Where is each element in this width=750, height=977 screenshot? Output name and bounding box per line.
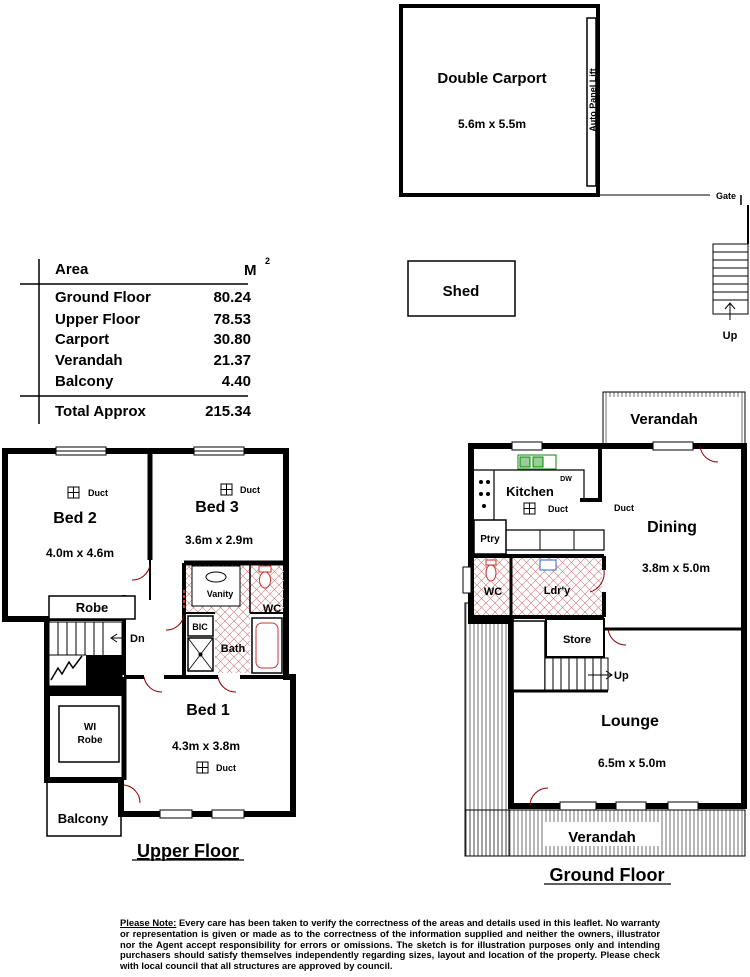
area-total-label: Total Approx [55,403,146,420]
dining-dims: 3.8m x 5.0m [642,561,710,575]
area-row-value: 78.53 [213,311,251,328]
kitchen-label: Kitchen [506,484,554,499]
area-row-label: Balcony [55,373,114,390]
bath-label: Bath [221,643,246,655]
duct-label: Duct [614,503,634,513]
wi-robe-label-1: WI [84,722,96,733]
balcony-label: Balcony [58,811,109,826]
disclaimer-lead: Please Note: [120,917,177,928]
carport: Double Carport 5.6m x 5.5m Auto Panel Li… [399,4,600,197]
upper-floor-title: Upper Floor [137,841,239,861]
bed3-dims: 3.6m x 2.9m [185,533,253,547]
kitchen-duct-label: Duct [548,504,568,514]
ground-floor-title: Ground Floor [550,865,665,885]
area-total-value: 215.34 [205,403,252,420]
outdoor-stairs-up-label: Up [723,330,738,342]
pantry-label: Ptry [480,534,500,545]
shed-label: Shed [443,283,480,300]
bed2-name: Bed 2 [53,510,97,527]
disclaimer-text: Every care has been taken to verify the … [120,917,660,972]
bed2-dims: 4.0m x 4.6m [46,546,114,560]
gate: Gate [600,191,742,205]
ground-stairs-up-label: Up [614,670,629,682]
wi-robe-label-2: Robe [78,735,103,746]
bed3-name: Bed 3 [195,499,239,516]
lounge-name: Lounge [601,713,659,730]
upper-wc-label: WC [263,603,281,615]
bed1-duct-label: Duct [216,763,236,773]
area-row-label: Verandah [55,352,123,369]
verandah-top-label: Verandah [630,411,698,428]
area-table: Area M 2 Ground Floor 80.24 Upper Floor … [20,256,270,424]
vanity-label: Vanity [207,589,234,599]
upper-floor: Robe Bed 2 4.0m x 4.6m Duct Bed 3 3.6m x… [2,446,296,861]
robe-label: Robe [76,600,109,615]
area-row-label: Upper Floor [55,311,140,328]
disclaimer: Please Note: Every care has been taken t… [120,917,660,972]
bic-label: BIC [192,622,208,632]
carport-dims: 5.6m x 5.5m [458,117,526,131]
gate-label: Gate [716,191,736,201]
area-row-value: 4.40 [222,373,251,390]
store-label: Store [563,634,591,646]
carport-title: Double Carport [437,70,546,87]
bed2-duct-label: Duct [88,488,108,498]
verandah-bottom-label: Verandah [568,829,636,846]
area-header-unit: M [244,262,257,279]
outdoor-stairs: Up [712,205,749,342]
dw-label: DW [560,476,572,483]
area-row-label: Carport [55,331,109,348]
dining-name: Dining [647,519,697,536]
bed1-dims: 4.3m x 3.8m [172,739,240,753]
shed: Shed [407,260,516,317]
area-row-value: 21.37 [213,352,251,369]
bed1-name: Bed 1 [186,702,230,719]
carport-door-label: Auto Panel Lift [588,68,598,132]
ground-floor: Verandah Verandah Kitchen DW D [462,391,747,885]
bed3-duct-label: Duct [240,485,260,495]
area-header-label: Area [55,261,89,278]
laundry-label: Ldr'y [544,585,571,597]
upper-stairs-dn-label: Dn [130,633,145,645]
area-row-value: 80.24 [213,289,251,306]
lounge-dims: 6.5m x 5.0m [598,756,666,770]
area-header-sup: 2 [265,256,270,266]
area-row-value: 30.80 [213,331,251,348]
area-row-label: Ground Floor [55,289,151,306]
ground-wc-label: WC [484,586,502,598]
